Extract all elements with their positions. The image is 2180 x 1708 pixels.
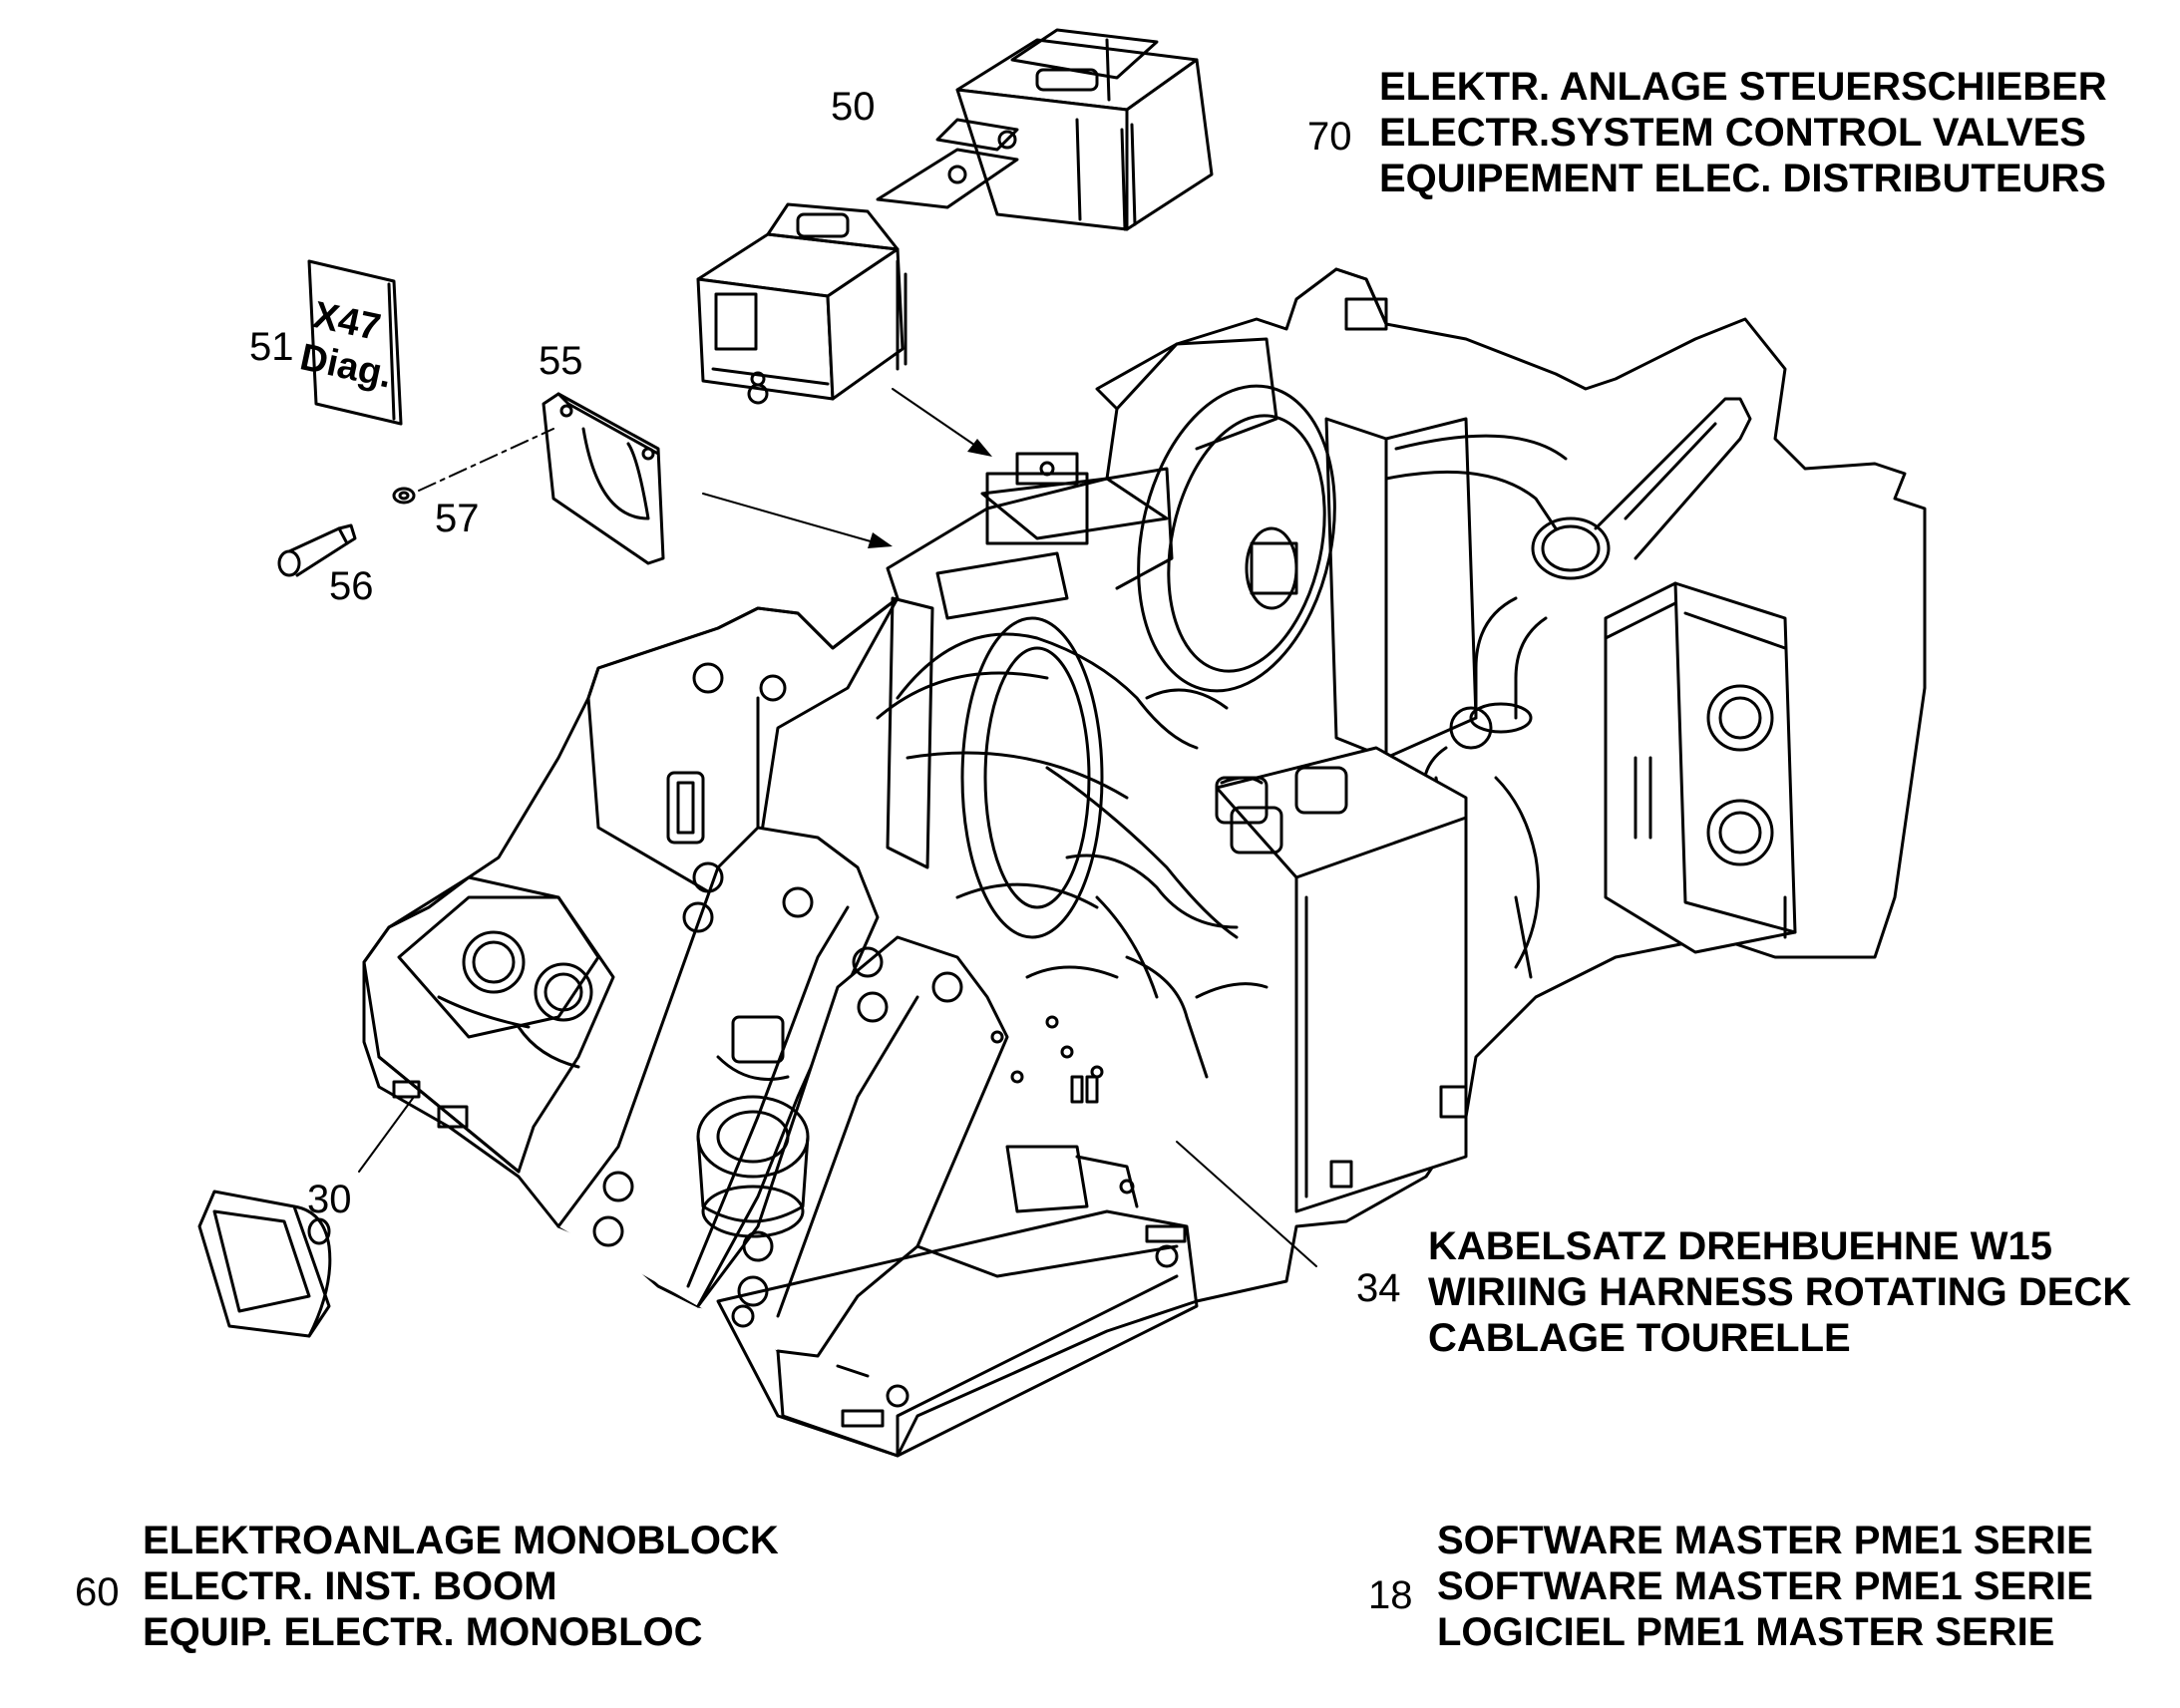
headlight-part	[197, 1190, 332, 1338]
callout-18: 18	[1368, 1573, 1413, 1617]
callout-55: 55	[539, 339, 583, 383]
description-18-en: SOFTWARE MASTER PME1 SERIE	[1437, 1564, 2093, 1608]
description-18: SOFTWARE MASTER PME1 SERIE SOFTWARE MAST…	[1437, 1518, 2093, 1655]
description-70-en: ELECTR.SYSTEM CONTROL VALVES	[1379, 111, 2086, 155]
arrow-heads	[868, 439, 992, 548]
battery-pack	[696, 28, 1214, 405]
description-60-fr: EQUIP. ELECTR. MONOBLOC	[143, 1610, 703, 1654]
machine-body	[362, 267, 1927, 1458]
callout-50: 50	[831, 85, 876, 129]
callout-56: 56	[329, 564, 374, 608]
callout-70: 70	[1307, 115, 1352, 159]
callout-34: 34	[1356, 1266, 1401, 1310]
callout-30: 30	[307, 1178, 352, 1221]
callout-60: 60	[75, 1570, 120, 1614]
diag-label-plate	[307, 259, 403, 426]
description-60: ELEKTROANLAGE MONOBLOCK ELECTR. INST. BO…	[143, 1518, 779, 1655]
description-70-de: ELEKTR. ANLAGE STEUERSCHIEBER	[1379, 65, 2107, 109]
description-34-fr: CABLAGE TOURELLE	[1428, 1316, 1851, 1360]
description-70: ELEKTR. ANLAGE STEUERSCHIEBER ELECTR.SYS…	[1379, 64, 2107, 201]
description-34: KABELSATZ DREHBUEHNE W15 WIRIING HARNESS…	[1428, 1223, 2131, 1361]
bracket-part	[542, 392, 665, 565]
description-34-de: KABELSATZ DREHBUEHNE W15	[1428, 1224, 2052, 1268]
callout-57: 57	[435, 497, 480, 540]
description-18-fr: LOGICIEL PME1 MASTER SERIE	[1437, 1610, 2055, 1654]
bolt-washer	[277, 487, 416, 577]
description-70-fr: EQUIPEMENT ELEC. DISTRIBUTEURS	[1379, 157, 2106, 200]
callout-51: 51	[249, 325, 294, 369]
description-18-de: SOFTWARE MASTER PME1 SERIE	[1437, 1519, 2093, 1562]
description-60-de: ELEKTROANLAGE MONOBLOCK	[143, 1519, 779, 1562]
description-60-en: ELECTR. INST. BOOM	[143, 1564, 557, 1608]
leader-lines	[358, 388, 1317, 1267]
description-34-en: WIRIING HARNESS ROTATING DECK	[1428, 1270, 2132, 1314]
